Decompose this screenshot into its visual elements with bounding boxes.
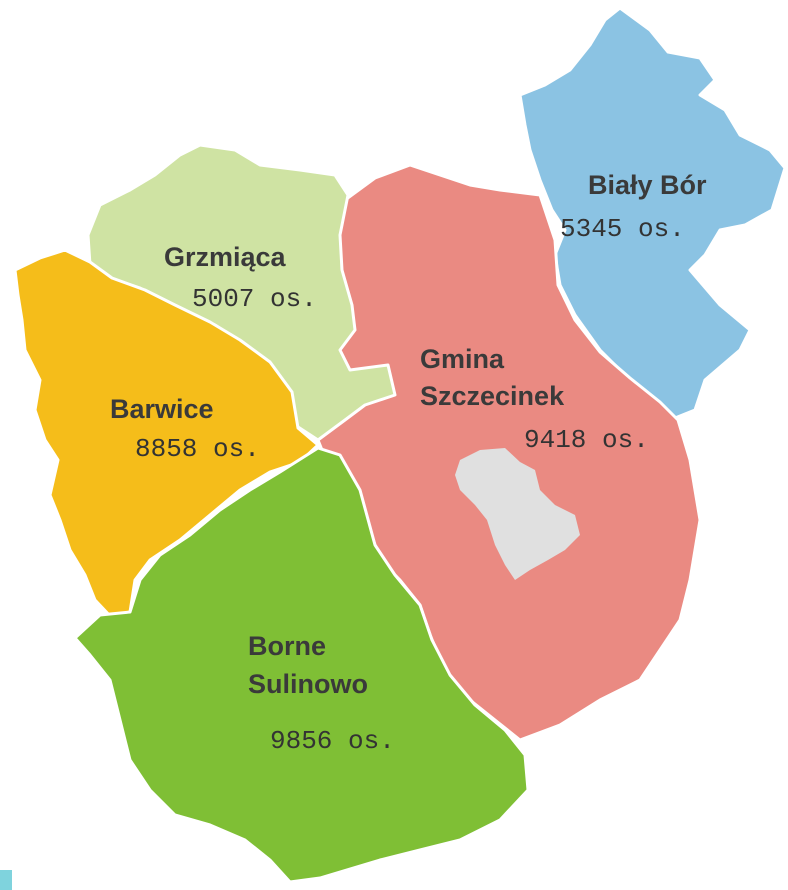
corner-accent [0, 870, 12, 890]
label-grzmiaca-population: 5007 os. [192, 284, 317, 314]
enclave-szczecinek-city [455, 448, 580, 580]
label-borne-sulinowo-name-line1: Borne [248, 631, 326, 661]
label-bialy-bor-population: 5345 os. [560, 214, 685, 244]
label-bialy-bor-name: Biały Bór [588, 170, 707, 200]
region-bialy-bor[interactable] [518, 6, 787, 422]
label-gmina-szczecinek-name-line1: Gmina [420, 344, 505, 374]
label-barwice-population: 8858 os. [135, 434, 260, 464]
label-barwice-name: Barwice [110, 394, 214, 424]
label-borne-sulinowo-name-line2: Sulinowo [248, 669, 368, 699]
region-borne-sulinowo[interactable] [73, 446, 530, 884]
label-grzmiaca-name: Grzmiąca [164, 242, 287, 272]
label-borne-sulinowo-population: 9856 os. [270, 726, 395, 756]
label-gmina-szczecinek-name-line2: Szczecinek [420, 381, 565, 411]
label-gmina-szczecinek-population: 9418 os. [524, 425, 649, 455]
